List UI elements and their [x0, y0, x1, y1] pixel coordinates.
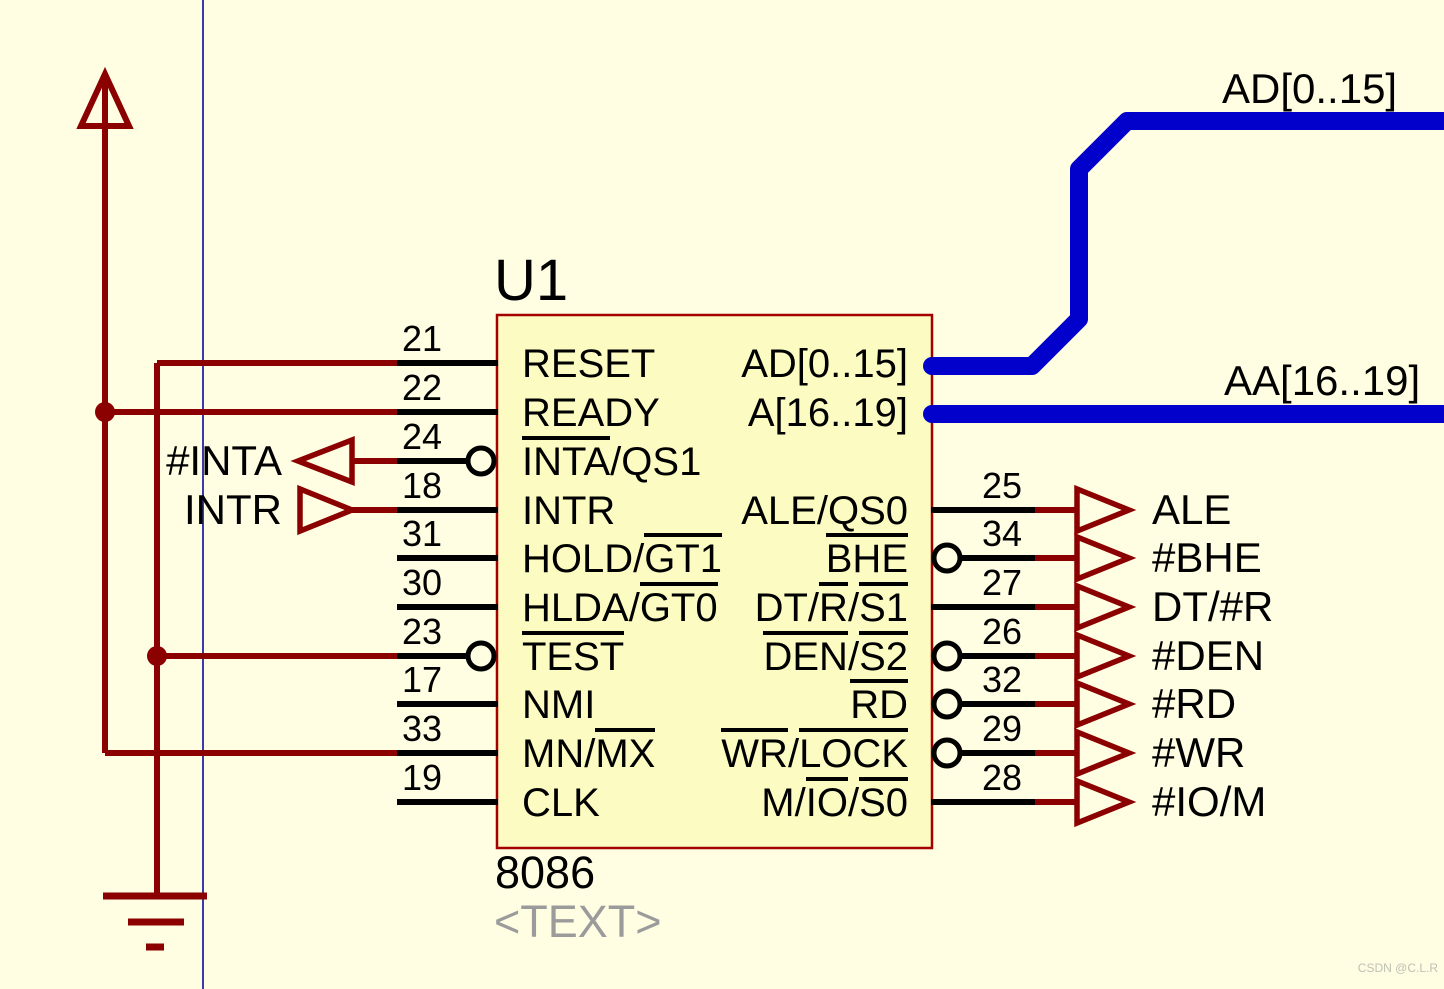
pin-label-wr-lock: WR/LOCK: [560, 728, 908, 774]
pin-bubble-24: [465, 445, 497, 477]
signal-arrow-ale-icon[interactable]: [1074, 484, 1137, 536]
pin-bubble-26: [931, 640, 963, 672]
bus-label-aa[interactable]: AA[16..19]: [1224, 357, 1421, 404]
pin-label-reset: RESET: [522, 342, 656, 386]
pin-number[interactable]: 34: [981, 513, 1023, 554]
pin-number[interactable]: 23: [401, 611, 443, 652]
signal-label-ale[interactable]: ALE: [1152, 486, 1232, 533]
signal-label-dtr[interactable]: DT/#R: [1152, 583, 1274, 630]
port-arrow-right-icon[interactable]: [297, 484, 360, 536]
chip-designator[interactable]: U1: [494, 248, 569, 313]
pin-label-hlda-gt0: HLDA/GT0: [522, 582, 718, 628]
signal-label-iom[interactable]: #IO/M: [1152, 778, 1267, 825]
chip-text-placeholder[interactable]: <TEXT>: [494, 896, 662, 947]
junction-dot: [147, 646, 167, 666]
pin-label-test: TEST: [522, 631, 625, 677]
pin-number[interactable]: 31: [401, 513, 443, 554]
pin-label-clk: CLK: [522, 781, 600, 825]
signal-label-wr[interactable]: #WR: [1152, 729, 1246, 776]
pin-number[interactable]: 27: [981, 562, 1023, 603]
pin-number[interactable]: 30: [401, 562, 443, 603]
pin-label-intr: INTR: [522, 489, 616, 533]
junction-dot: [95, 402, 115, 422]
pin-number[interactable]: 32: [981, 659, 1023, 700]
pin-bubble-32: [931, 688, 963, 720]
pin-label-nmi: NMI: [522, 683, 596, 727]
pin-bubble-29: [931, 737, 963, 769]
port-arrow-left-icon[interactable]: [290, 435, 355, 487]
pin-number[interactable]: 18: [401, 465, 443, 506]
pin-label-mn-mx: MN/MX: [522, 728, 656, 774]
pin-label-dt-r-s1: DT/R/S1: [560, 582, 908, 628]
pin-number[interactable]: 19: [401, 757, 443, 798]
pin-number[interactable]: 21: [401, 318, 443, 359]
pin-label-den-s2: DEN/S2: [560, 631, 908, 677]
pin-number[interactable]: 28: [981, 757, 1023, 798]
bus-ad[interactable]: [923, 112, 1444, 375]
signal-arrow-den-icon[interactable]: [1074, 630, 1137, 682]
pin-bubble-23: [465, 640, 497, 672]
pin-label-ad-bus: AD[0..15]: [741, 342, 908, 386]
signal-arrow-bhe-icon[interactable]: [1074, 532, 1137, 584]
signal-arrow-rd-icon[interactable]: [1074, 678, 1137, 730]
watermark: CSDN @C.L.R: [1357, 961, 1438, 975]
pin-number[interactable]: 26: [981, 611, 1023, 652]
pin-number[interactable]: 29: [981, 708, 1023, 749]
chip-body[interactable]: [495, 313, 934, 850]
pin-number[interactable]: 33: [401, 708, 443, 749]
port-label-intr[interactable]: INTR: [184, 486, 282, 533]
pin-bubble-34: [931, 542, 963, 574]
pin-number[interactable]: 25: [981, 465, 1023, 506]
bus-label-ad[interactable]: AD[0..15]: [1222, 65, 1398, 112]
chip-part-number[interactable]: 8086: [495, 847, 596, 898]
signal-arrow-dtr-icon[interactable]: [1074, 581, 1137, 633]
pin-label-a-bus: A[16..19]: [747, 391, 908, 435]
pin-number[interactable]: 24: [401, 416, 443, 457]
pin-label-hold-gt1: HOLD/GT1: [522, 533, 723, 579]
pin-label-rd: RD: [560, 679, 908, 725]
port-label-inta[interactable]: #INTA: [166, 437, 282, 484]
pin-number[interactable]: 17: [401, 659, 443, 700]
signal-label-bhe[interactable]: #BHE: [1152, 534, 1262, 581]
ground-symbol-icon[interactable]: [103, 892, 207, 951]
pin-label-ale-qs0: ALE/QS0: [741, 489, 908, 533]
pin-label-inta-qs1: INTA/QS1: [522, 436, 701, 482]
signal-label-rd[interactable]: #RD: [1152, 680, 1237, 727]
signal-arrow-wr-icon[interactable]: [1074, 727, 1137, 779]
pin-label-ready: READY: [522, 391, 660, 435]
pin-number[interactable]: 22: [401, 367, 443, 408]
pin-label-bhe: BHE: [560, 533, 908, 579]
pin-label-m-io-s0: M/IO/S0: [560, 777, 908, 823]
signal-arrow-iom-icon[interactable]: [1074, 776, 1137, 828]
signal-label-den[interactable]: #DEN: [1152, 632, 1265, 679]
